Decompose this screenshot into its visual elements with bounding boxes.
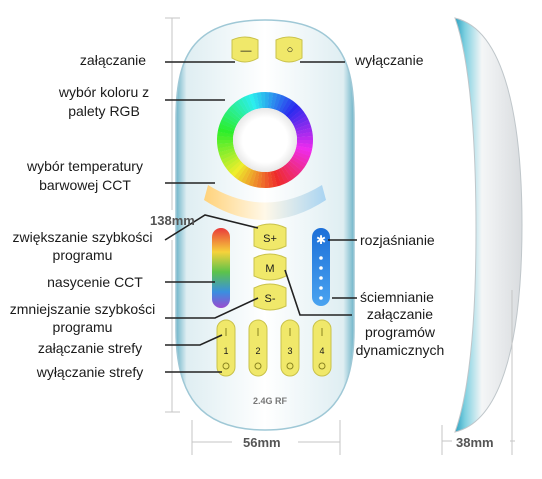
label-modes-1: załączanie [366, 306, 434, 322]
zone-4-button[interactable]: 4 [319, 346, 325, 356]
speed-down-button[interactable]: S- [264, 293, 276, 305]
on-button[interactable]: — [240, 45, 252, 57]
zone-1-button[interactable]: 1 [223, 346, 229, 356]
dimension-depth: 38mm [456, 435, 494, 450]
label-dim: ściemnianie [360, 289, 434, 305]
label-zone-off: wyłączanie strefy [36, 364, 144, 380]
off-button-shape [275, 36, 303, 63]
label-cct-1: wybór temperatury [27, 158, 143, 174]
cct-slider [204, 185, 326, 220]
label-saturation: nasycenie CCT [47, 274, 143, 290]
zone-3-button[interactable]: 3 [287, 346, 293, 356]
dimension-width: 56mm [243, 435, 281, 450]
label-speed-up-2: programu [52, 247, 113, 263]
on-button-shape [231, 36, 259, 63]
remote-side-view [454, 17, 523, 433]
off-button[interactable]: ○ [286, 44, 294, 56]
label-brighten: rozjaśnianie [360, 232, 435, 248]
label-modes-3: dynamicznych [355, 342, 445, 358]
color-wheel [217, 92, 314, 188]
saturation-slider [212, 228, 230, 308]
label-zone-on: załączanie strefy [37, 340, 143, 356]
mode-button[interactable]: M [265, 263, 275, 275]
zone-2-button[interactable]: 2 [255, 346, 261, 356]
label-rgb-1: wybór koloru z [58, 84, 150, 100]
label-modes-2: programów [364, 324, 436, 340]
dimension-height: 138mm [150, 213, 195, 228]
svg-text:✱: ✱ [316, 233, 326, 247]
label-cct-2: barwowej CCT [39, 177, 131, 193]
label-on: załączanie [79, 52, 147, 68]
brand-mark: 2.4G RF [252, 396, 287, 406]
label-off: wyłączanie [355, 52, 424, 68]
speed-up-button[interactable]: S+ [263, 233, 277, 245]
label-speed-down-2: programu [52, 319, 113, 335]
label-speed-up-1: zwiększanie szybkości [12, 229, 153, 245]
label-rgb-2: palety RGB [68, 103, 140, 119]
label-speed-down-1: zmniejszanie szybkości [9, 301, 156, 317]
